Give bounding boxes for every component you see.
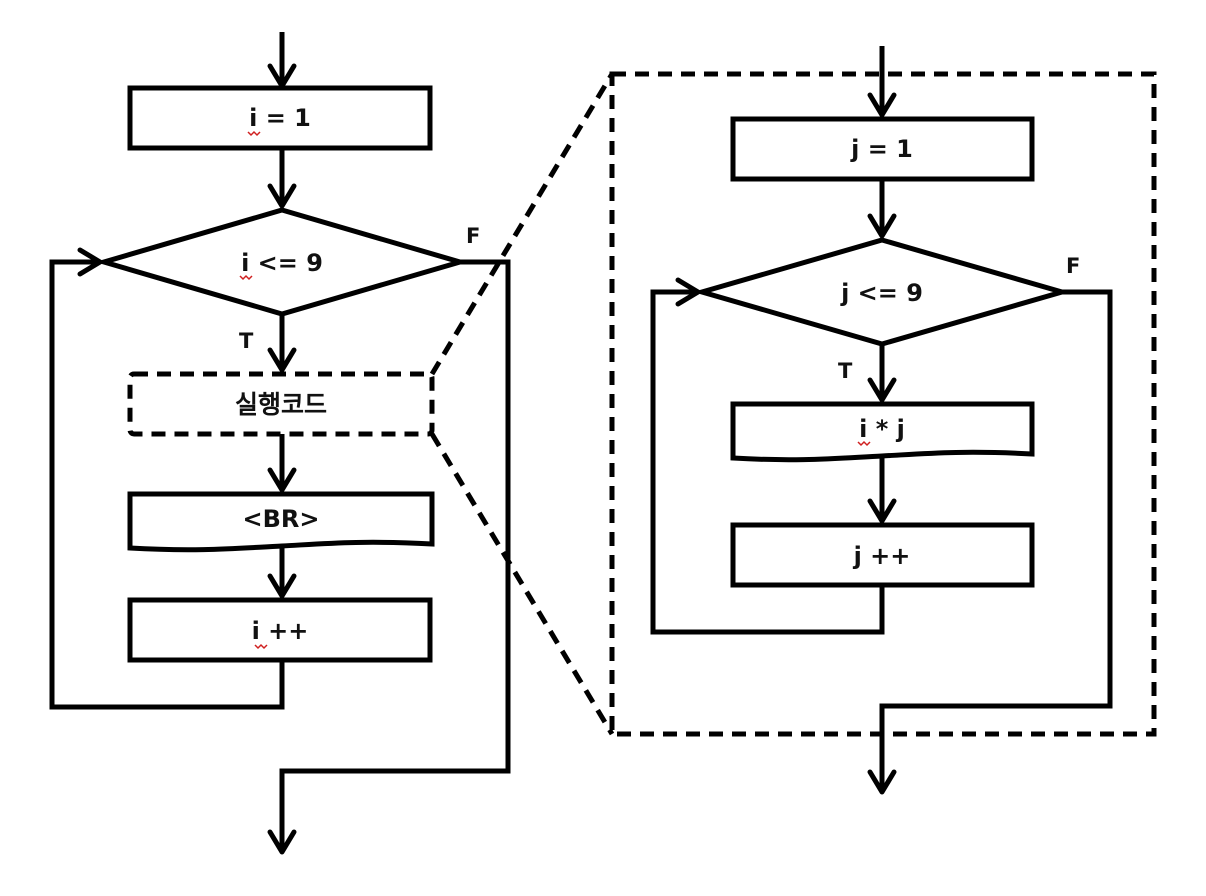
inner-init-box: j = 1 — [730, 116, 1035, 182]
inner-exit-arrowhead — [867, 769, 897, 795]
outer-output-box: <BR> — [127, 491, 435, 553]
inner-init-to-cond-arrowhead — [867, 213, 897, 239]
inner-increment-text: j ++ — [853, 542, 911, 570]
spellcheck-squiggle — [247, 130, 261, 137]
spellcheck-squiggle — [254, 643, 268, 650]
outer-increment-text: i ++ — [252, 617, 309, 645]
outer-body-text: 실행코드 — [235, 390, 327, 419]
zoom-connector-bottom — [429, 432, 615, 736]
inner-condition-diamond: j <= 9 — [692, 237, 1072, 347]
inner-output-to-incr-arrowhead — [867, 498, 897, 524]
inner-false-exit-line — [879, 289, 1113, 792]
outer-false-exit-line — [279, 259, 511, 852]
inner-init-text: j = 1 — [850, 135, 913, 163]
outer-false-label: F — [466, 224, 480, 248]
outer-output-to-incr-arrowhead — [267, 573, 297, 599]
outer-true-arrowhead — [267, 347, 297, 373]
outer-init-text: i = 1 — [249, 104, 311, 132]
inner-loop-flow: j = 1 j <= 9 F T i * j j ++ — [609, 46, 1157, 795]
outer-exit-arrowhead — [267, 829, 297, 855]
outer-body-to-output-arrowhead — [267, 467, 297, 493]
outer-increment-box: i ++ — [127, 597, 433, 663]
inner-true-arrowhead — [867, 377, 897, 403]
spellcheck-squiggle — [857, 440, 871, 447]
outer-init-box: i = 1 — [127, 85, 433, 151]
inner-output-text: i * j — [859, 415, 905, 443]
inner-increment-box: j ++ — [730, 522, 1035, 588]
outer-output-text: <BR> — [243, 505, 320, 533]
outer-loop-back-line — [49, 259, 285, 710]
outer-condition-text: i <= 9 — [241, 249, 323, 277]
inner-entry-arrowhead — [867, 92, 897, 118]
zoom-connector-top — [429, 72, 615, 376]
inner-condition-text: j <= 9 — [840, 279, 923, 307]
outer-condition-diamond: i <= 9 — [95, 207, 469, 317]
inner-false-label: F — [1066, 254, 1080, 278]
outer-true-label: T — [239, 329, 254, 353]
spellcheck-squiggle — [239, 274, 253, 281]
outer-loop-flow: i = 1 i <= 9 F T 실행코드 <BR> — [49, 32, 511, 855]
inner-loop-back-line — [650, 289, 885, 635]
outer-loop-back-arrowhead — [77, 247, 103, 277]
outer-init-to-cond-arrowhead — [267, 183, 297, 209]
outer-body-box: 실행코드 — [127, 371, 435, 437]
inner-loop-back-arrowhead — [675, 277, 701, 307]
inner-true-label: T — [838, 359, 853, 383]
inner-output-box: i * j — [730, 401, 1035, 463]
